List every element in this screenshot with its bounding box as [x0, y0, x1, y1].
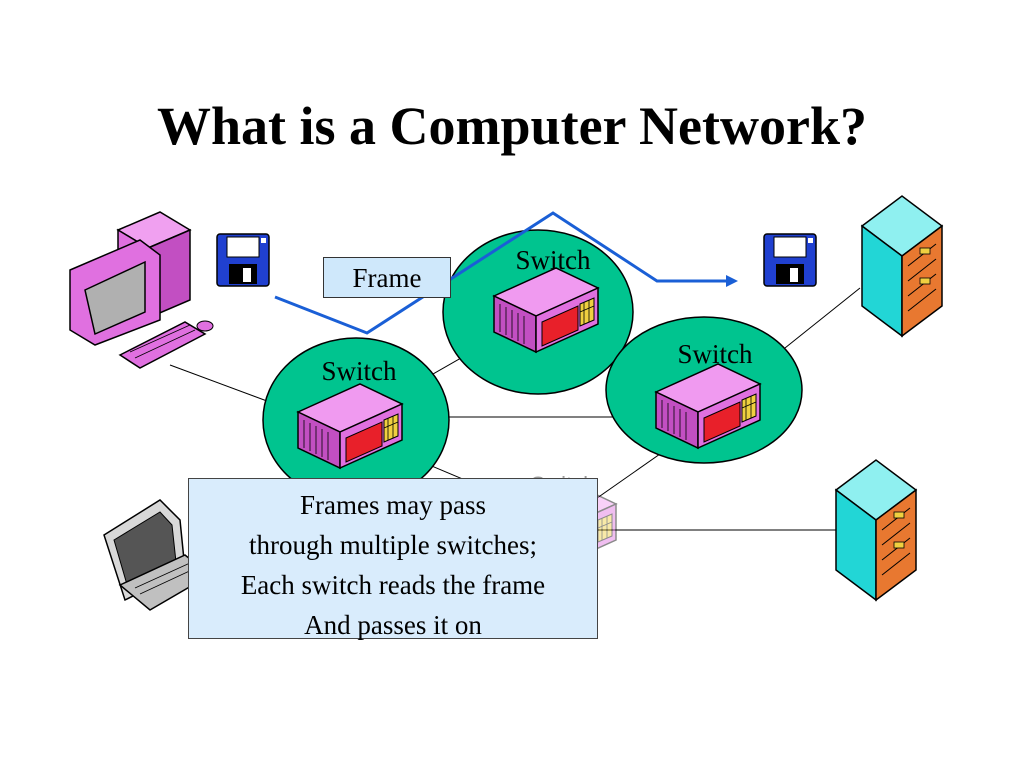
floppy-disk-icon-destination: [763, 233, 817, 287]
server-icon-bottom: [835, 459, 917, 601]
callout-line-2: through multiple switches;: [249, 530, 537, 560]
explanation-callout: Frames may pass through multiple switche…: [188, 478, 598, 640]
switch-label-top: Switch: [515, 245, 591, 275]
laptop-icon: [103, 499, 212, 611]
switch-label-right: Switch: [677, 339, 753, 369]
desktop-computer-icon: [69, 211, 214, 369]
floppy-disk-icon-source: [216, 233, 270, 287]
page-title: What is a Computer Network?: [157, 96, 867, 156]
callout-line-1: Frames may pass: [300, 490, 486, 520]
switch-label-left: Switch: [321, 356, 397, 386]
callout-line-4: And passes it on: [304, 610, 482, 640]
server-icon-top: [861, 195, 943, 337]
callout-line-3: Each switch reads the frame: [240, 570, 546, 600]
frame-path-line: [274, 211, 730, 335]
frame-label-box: Frame: [323, 257, 451, 298]
frame-path-arrowhead: [726, 275, 738, 287]
